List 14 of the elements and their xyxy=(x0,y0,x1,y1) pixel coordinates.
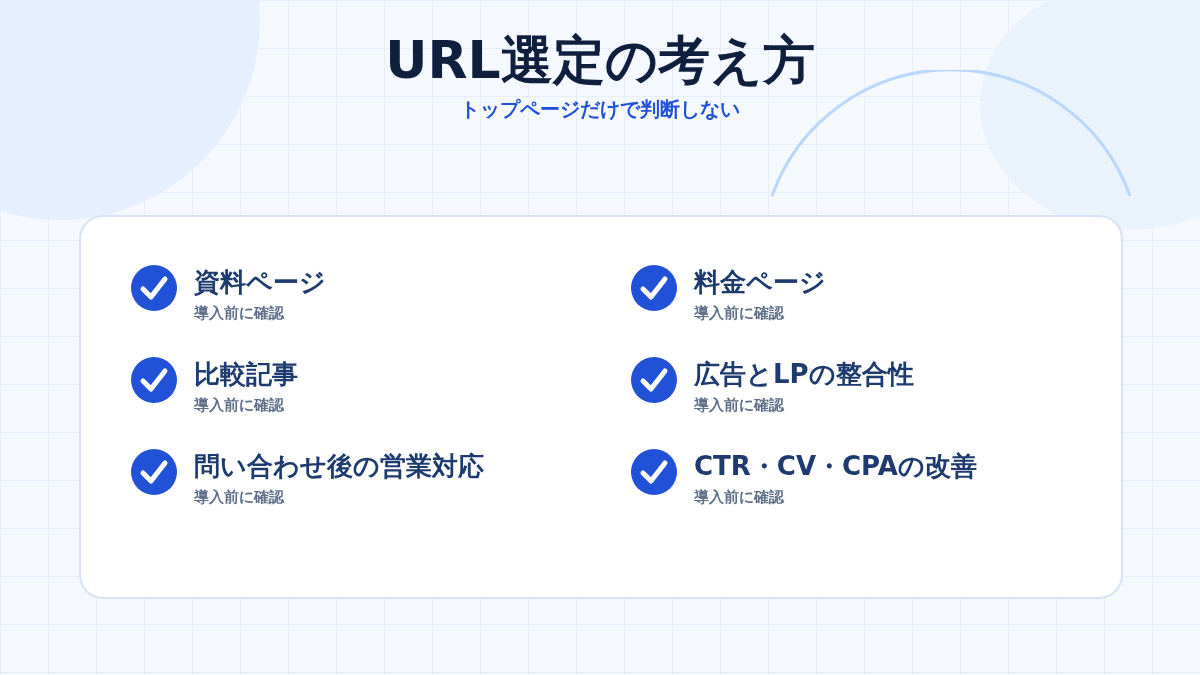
item-note: 導入前に確認 xyxy=(694,395,784,415)
item-note: 導入前に確認 xyxy=(194,395,284,415)
title: URL選定の考え方 xyxy=(384,29,816,92)
item-note: 導入前に確認 xyxy=(694,303,784,323)
item-title: 料金ページ xyxy=(694,266,826,299)
subtitle: トップページだけで判断しない xyxy=(459,96,741,122)
item-title: 比較記事 xyxy=(194,358,298,391)
item-title: CTR・CV・CPAの改善 xyxy=(694,450,977,483)
item-note: 導入前に確認 xyxy=(694,487,784,507)
item-note: 導入前に確認 xyxy=(194,487,284,507)
item-title: 問い合わせ後の営業対応 xyxy=(194,450,484,483)
item-note: 導入前に確認 xyxy=(194,303,284,323)
item-title: 広告とLPの整合性 xyxy=(694,358,914,391)
item-title: 資料ページ xyxy=(194,266,326,299)
